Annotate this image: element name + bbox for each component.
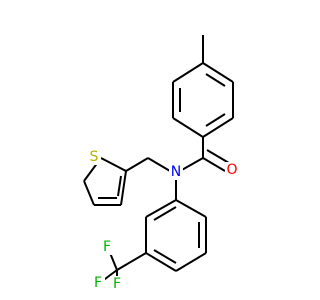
atom-label-f: F <box>103 239 111 255</box>
bond <box>206 149 230 164</box>
bond <box>83 180 95 206</box>
bond <box>175 199 207 218</box>
bond <box>175 252 207 272</box>
bond <box>179 157 204 172</box>
bond <box>117 175 122 197</box>
bond <box>202 62 234 83</box>
atom-label-s: S <box>90 149 99 165</box>
atom-n: N <box>169 164 183 180</box>
bond <box>153 249 177 264</box>
atom-f-1: F <box>100 239 114 255</box>
atom-f-2: F <box>91 275 105 291</box>
bond <box>205 73 226 87</box>
bond <box>202 117 234 138</box>
bond-lines <box>83 35 234 288</box>
atom-label-o: O <box>226 162 237 178</box>
atom-o: O <box>225 162 239 178</box>
bond <box>145 199 177 218</box>
atom-label-f: F <box>94 275 102 291</box>
bond <box>100 157 127 172</box>
bond <box>205 113 226 127</box>
atom-s: S <box>87 149 101 165</box>
bond <box>147 157 171 172</box>
bond <box>172 62 204 83</box>
atom-label-f: F <box>113 276 121 292</box>
bond <box>125 157 149 172</box>
bond <box>120 170 127 206</box>
atom-label-n: N <box>171 164 181 180</box>
bond <box>202 157 226 172</box>
atom-f-3: F <box>110 276 124 292</box>
molecule-structure-diagram: O N S F F F <box>83 35 239 292</box>
bond <box>172 117 204 138</box>
bond <box>153 206 177 221</box>
bond <box>145 252 177 272</box>
bond <box>116 252 147 271</box>
